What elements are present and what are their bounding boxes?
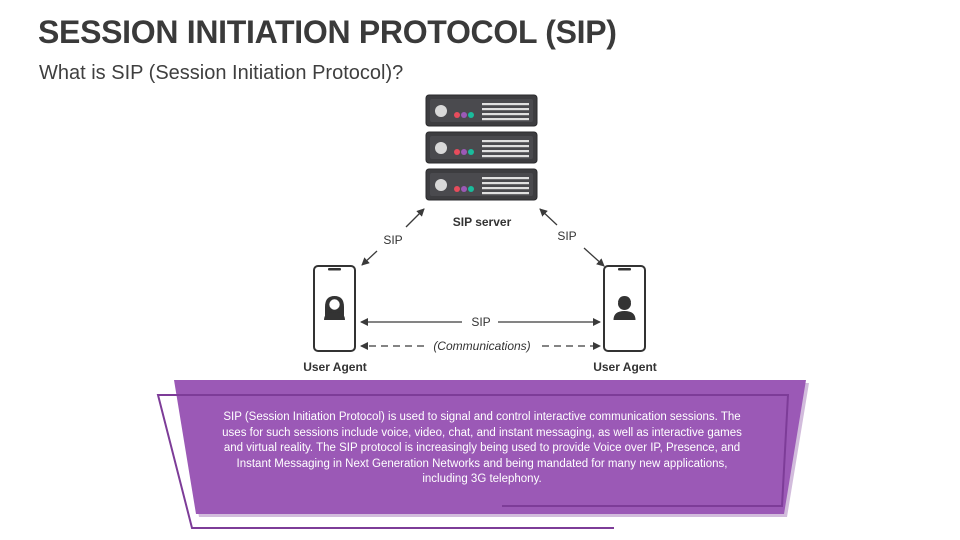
panel-outline-accent [156, 394, 790, 529]
description-text: SIP (Session Initiation Protocol) is use… [222, 411, 742, 486]
page-subtitle: What is SIP (Session Initiation Protocol… [39, 62, 404, 84]
left-agent-label: User Agent [303, 360, 367, 374]
server-unit-2 [425, 131, 538, 164]
left-phone-icon [313, 265, 356, 352]
right-agent-label: User Agent [593, 360, 657, 374]
male-user-icon [613, 296, 636, 320]
page-title: SESSION INITIATION PROTOCOL (SIP) [38, 14, 617, 50]
communications-label: (Communications) [433, 339, 530, 353]
server-unit-1 [425, 94, 538, 127]
description-panel [156, 380, 809, 529]
right-link-label: SIP [557, 229, 576, 243]
right-link-arrow-up [539, 208, 558, 226]
left-link-label: SIP [383, 233, 402, 247]
sip-server-icon [425, 94, 538, 201]
right-link-arrow-down [583, 247, 605, 267]
server-unit-3 [425, 168, 538, 201]
right-phone-icon [603, 265, 646, 352]
agent-link-label: SIP [471, 315, 490, 329]
server-label: SIP server [453, 215, 512, 229]
left-link-arrow-down [361, 250, 378, 266]
female-user-icon [324, 296, 345, 320]
left-link-arrow-up [405, 208, 425, 228]
